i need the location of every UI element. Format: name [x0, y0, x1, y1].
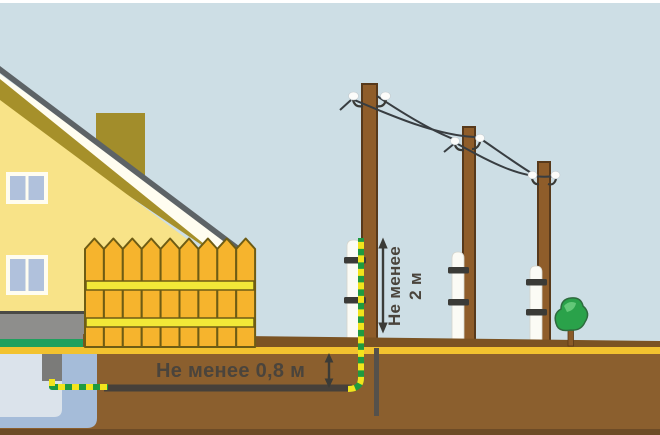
tree-crown [554, 297, 589, 332]
insulator-bracket [351, 99, 364, 108]
fence-picket [159, 237, 181, 348]
clamp [448, 267, 469, 274]
insulator-bracket [453, 144, 465, 152]
arrow-head-up [378, 237, 388, 249]
window-pane [28, 259, 44, 291]
dimension-arrows [324, 237, 388, 388]
arrow-head-down [324, 378, 334, 388]
insulator-bracket [547, 178, 558, 186]
insulator [550, 170, 561, 180]
power-poles [361, 83, 551, 351]
pole-underground-part [374, 348, 379, 416]
fence-picket [235, 237, 257, 348]
wall-base-line [0, 311, 84, 315]
arrow-head-down [378, 322, 388, 334]
arrow-head-up [324, 353, 334, 363]
clamp [526, 309, 547, 316]
tree [554, 297, 589, 347]
window-upper [6, 172, 48, 204]
insulators [348, 91, 561, 186]
riser-height-label-line2: 2 м [406, 272, 425, 300]
depth-arrow-08m [324, 353, 334, 388]
top-border [0, 0, 660, 3]
conduit-pole-3 [529, 265, 543, 349]
insulator [527, 170, 538, 180]
roof-slope [0, 79, 212, 252]
insulator [380, 91, 391, 101]
insulator-bracket [471, 141, 482, 151]
fence-rail [85, 317, 255, 328]
fence [84, 237, 257, 348]
fence-picket [216, 237, 238, 348]
insulator-bracket [530, 178, 540, 186]
fence-picket [121, 237, 143, 348]
fence-picket [197, 237, 219, 348]
wire-span2-lower [455, 142, 555, 178]
cable-yellow-dashes [49, 379, 108, 390]
wire-hook-pole1-left [339, 99, 352, 111]
riser-height-label: Не менее 2 м [358, 239, 452, 333]
foundation [0, 314, 84, 339]
pole-riser-cable [347, 238, 364, 392]
basement-entry-block [42, 354, 62, 381]
height-arrow-2m [378, 237, 388, 334]
cable-yellow-dashes [347, 238, 364, 392]
fence-picket [102, 237, 124, 348]
clamp [526, 279, 547, 286]
insulator-bracket [375, 99, 388, 108]
grass-strip [0, 339, 84, 347]
window-pane [10, 176, 26, 200]
cable-depth-label: Не менее 0,8 м [156, 360, 306, 382]
wire-span1-lower [351, 98, 480, 138]
window-lower [6, 255, 48, 295]
tree-crown-highlight [564, 302, 576, 312]
basement [0, 354, 97, 428]
insulator [450, 136, 460, 146]
window-pane [10, 259, 26, 291]
roof-edge [0, 66, 243, 253]
fence-picket [140, 237, 162, 348]
fence-picket [178, 237, 200, 348]
conduit-clamps [344, 257, 547, 316]
ground-yellow-stripe [0, 347, 660, 355]
underground-cable [49, 238, 364, 392]
riser-height-label-line1: Не менее [384, 245, 404, 327]
window-pane [28, 176, 44, 200]
fence-picket [84, 237, 105, 348]
insulator [475, 133, 485, 143]
insulator [348, 91, 359, 101]
clamp [448, 299, 469, 306]
ground-dark-bottom [0, 429, 660, 435]
fence-rail [85, 280, 255, 291]
house-lead-cable [49, 379, 108, 390]
pole-2 [462, 126, 476, 351]
